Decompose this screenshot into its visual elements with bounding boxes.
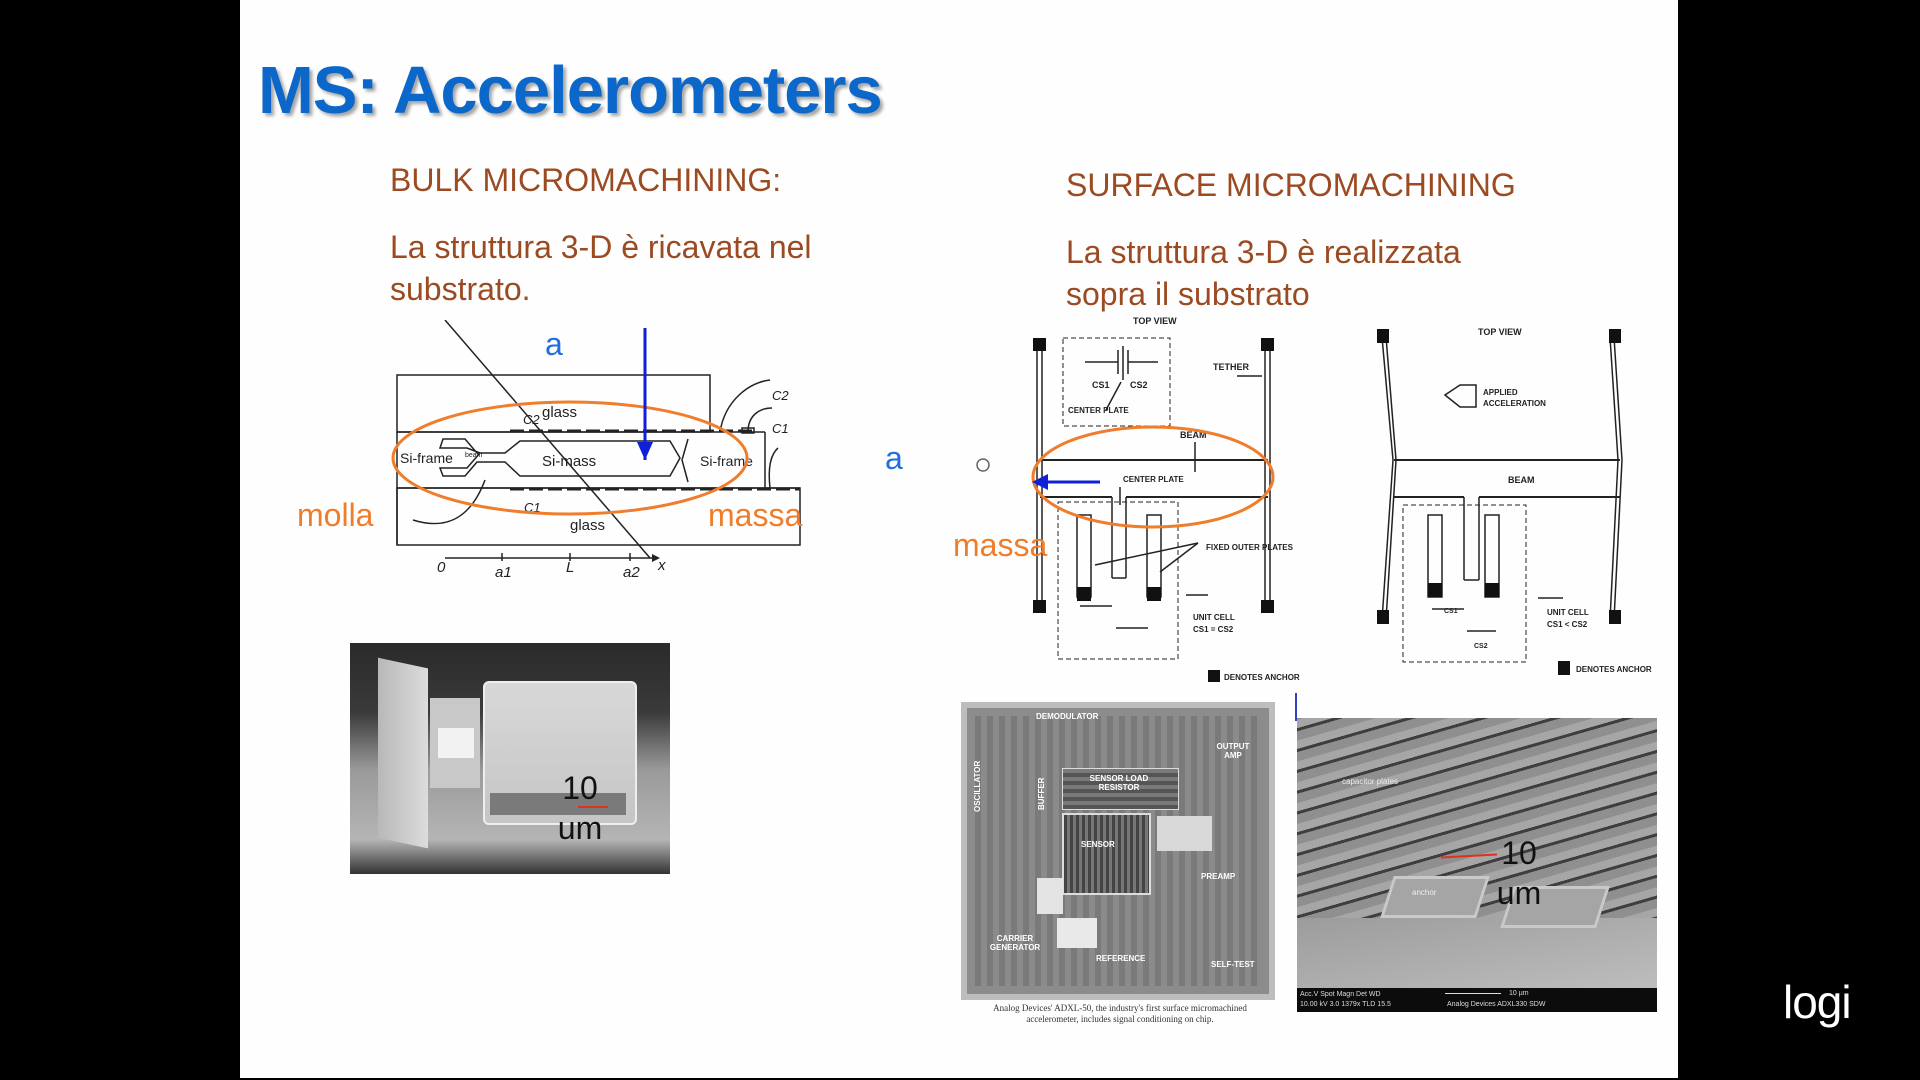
surface-heading: SURFACE MICROMACHINING bbox=[1066, 167, 1516, 203]
bulk-description: La struttura 3-D è ricavata nel substrat… bbox=[390, 226, 812, 310]
unit-cell-relation: CS1 < CS2 bbox=[1547, 620, 1588, 629]
sensor-load-resistor-block bbox=[1062, 768, 1179, 810]
sem-left-scale: 10 um bbox=[545, 768, 615, 848]
label-si-mass: Si-mass bbox=[542, 453, 596, 470]
mass-highlight-ellipse bbox=[1031, 425, 1275, 529]
label-c2-out: C2 bbox=[772, 388, 789, 403]
chip-caption-line-2: accelerometer, includes signal condition… bbox=[1026, 1014, 1214, 1024]
cs2-label: CS2 bbox=[1474, 643, 1488, 650]
sem-bulk-accelerometer-photo: 10 um bbox=[350, 643, 670, 874]
applied-label: APPLIED bbox=[1483, 388, 1518, 397]
bulk-cross-section-diagram: glass C2 Si-frame beam Si-mass Si-frame … bbox=[391, 320, 801, 581]
chip-label-buffer: BUFFER bbox=[1037, 777, 1046, 810]
axis-L: L bbox=[566, 559, 574, 576]
denotes-anchor-label: DENOTES ANCHOR bbox=[1224, 673, 1300, 682]
surface-line-1: La struttura 3-D è realizzata bbox=[1066, 234, 1461, 270]
unit-cell-relation: CS1 = CS2 bbox=[1193, 625, 1234, 634]
sensor-block bbox=[1062, 813, 1151, 895]
sem-info-header: Acc.V Spot Magn Det WD bbox=[1300, 991, 1381, 998]
mass-highlight-ellipse bbox=[391, 400, 749, 516]
top-view-label: TOP VIEW bbox=[1133, 316, 1177, 326]
beam-label: BEAM bbox=[1180, 430, 1207, 440]
scale-bar bbox=[578, 806, 608, 808]
label-beam: beam bbox=[465, 452, 483, 459]
label-glass-bottom: glass bbox=[570, 517, 605, 534]
denotes-anchor-label: DENOTES ANCHOR bbox=[1576, 665, 1652, 674]
sem-scale-label: 10 µm bbox=[1509, 990, 1529, 997]
axis-a1: a1 bbox=[495, 564, 512, 581]
label-si-frame-right: Si-frame bbox=[700, 453, 753, 469]
axis-x: x bbox=[657, 557, 666, 574]
fixed-outer-plates-label: FIXED OUTER PLATES bbox=[1206, 543, 1294, 552]
axis-origin: 0 bbox=[437, 559, 446, 576]
bulk-accel-label: a bbox=[545, 326, 563, 362]
sem-adxl330-photo: capacitor plates anchor 10 um Acc.V Spot… bbox=[1297, 718, 1657, 1012]
sem-info-values: 10.00 kV 3.0 1379x TLD 15.5 bbox=[1300, 1001, 1391, 1008]
axis-a2: a2 bbox=[623, 564, 640, 581]
logi-logo: logi bbox=[1783, 976, 1852, 1028]
label-glass-top: glass bbox=[542, 404, 577, 421]
acceleration-arrowhead bbox=[637, 442, 653, 460]
cs1-label: CS1 bbox=[1444, 608, 1458, 615]
spring-pointer-arrow bbox=[412, 479, 486, 525]
cs2-label: CS2 bbox=[1130, 380, 1148, 390]
text-cursor-marker bbox=[1295, 693, 1297, 721]
sem-right-scale: 10 um bbox=[1484, 833, 1554, 913]
label-si-frame-left: Si-frame bbox=[400, 450, 453, 466]
spring-label: molla bbox=[297, 497, 374, 533]
chip-label-carrier-generator: CARRIER GENERATOR bbox=[989, 934, 1041, 952]
capacitor-plates-label: capacitor plates bbox=[1342, 777, 1399, 786]
chip-block-labels: DEMODULATOR OSCILLATOR BUFFER SENSOR LOA… bbox=[961, 702, 1275, 1000]
hand-cursor-icon bbox=[976, 458, 990, 472]
center-plate-label: CENTER PLATE bbox=[1123, 475, 1184, 484]
center-plate-top-label: CENTER PLATE bbox=[1068, 406, 1129, 415]
si-mass-shape bbox=[438, 438, 681, 477]
chip-label-reference: REFERENCE bbox=[1096, 954, 1146, 963]
bulk-line-1: La struttura 3-D è ricavata nel bbox=[390, 229, 812, 265]
c2-lead bbox=[719, 379, 771, 433]
surface-mass-label: massa bbox=[953, 527, 1048, 563]
anchor-block bbox=[1380, 876, 1490, 918]
frame-wall bbox=[378, 657, 428, 849]
chip-label-preamp: PREAMP bbox=[1201, 872, 1236, 881]
chip-label-sensor: SENSOR bbox=[1081, 840, 1115, 849]
mass-label: massa bbox=[708, 497, 803, 533]
scale-value: 10 bbox=[562, 770, 598, 806]
adxl50-chip-die-photo bbox=[961, 702, 1275, 1000]
label-c1-out: C1 bbox=[772, 421, 789, 436]
unit-cell-label: UNIT CELL bbox=[1193, 613, 1235, 622]
cs1-label: CS1 bbox=[1092, 380, 1110, 390]
scale-value: 10 bbox=[1501, 835, 1537, 871]
anchor-label: anchor bbox=[1412, 888, 1437, 897]
sem-scale-line bbox=[1445, 993, 1501, 994]
surface-top-view-diagram-2: TOP VIEW APPLIED ACCELERATION BEAM CS1 C… bbox=[1377, 327, 1652, 675]
slide-title: MS: Accelerometers bbox=[258, 53, 883, 128]
surface-top-view-diagram-1: TOP VIEW CS1 CS2 CENTER PLATE TETHER BEA… bbox=[976, 316, 1300, 682]
chip-label-output-amp: OUTPUT AMP bbox=[1216, 742, 1250, 760]
scale-unit: um bbox=[557, 810, 603, 846]
sem-source-label: Analog Devices ADXL330 SDW bbox=[1447, 1001, 1546, 1008]
chip-label-self-test: SELF-TEST bbox=[1211, 960, 1255, 969]
chip-caption-line-1: Analog Devices' ADXL-50, the industry's … bbox=[993, 1003, 1247, 1013]
frame-notch bbox=[681, 438, 689, 483]
surface-line-2: sopra il substrato bbox=[1066, 276, 1310, 312]
acceleration-label: ACCELERATION bbox=[1483, 399, 1546, 408]
chip-caption: Analog Devices' ADXL-50, the industry's … bbox=[955, 1003, 1285, 1025]
label-c2: C2 bbox=[523, 412, 540, 427]
sem-info-bar: Acc.V Spot Magn Det WD 10.00 kV 3.0 1379… bbox=[1297, 988, 1657, 1012]
beam-label: BEAM bbox=[1508, 475, 1535, 485]
surface-accel-label: a bbox=[885, 440, 903, 476]
bulk-heading: BULK MICROMACHINING: bbox=[390, 162, 782, 198]
chip-label-demodulator: DEMODULATOR bbox=[1036, 712, 1099, 721]
scale-unit: um bbox=[1496, 875, 1542, 911]
chip-label-sensor-load-resistor: SENSOR LOAD RESISTOR bbox=[1089, 774, 1149, 792]
top-view-label: TOP VIEW bbox=[1478, 327, 1522, 337]
tether-label: TETHER bbox=[1213, 362, 1250, 372]
chip-label-oscillator: OSCILLATOR bbox=[973, 760, 982, 812]
bulk-line-2: substrato. bbox=[390, 271, 531, 307]
unit-cell-label: UNIT CELL bbox=[1547, 608, 1589, 617]
acceleration-arrowhead bbox=[1032, 474, 1048, 490]
surface-description: La struttura 3-D è realizzata sopra il s… bbox=[1066, 231, 1461, 315]
